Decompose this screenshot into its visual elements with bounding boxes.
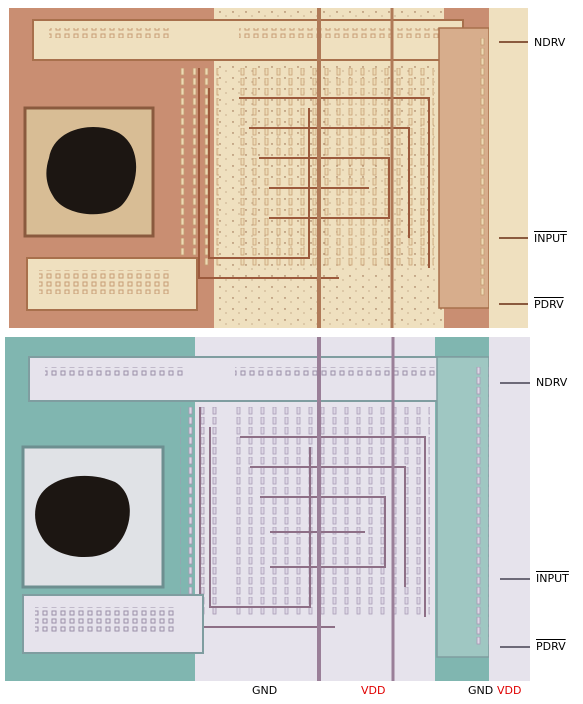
top-contact-row-bottom <box>45 367 185 377</box>
right-driver-fingers-bottom <box>473 367 489 647</box>
top-contact-row-bottom-2 <box>235 367 445 377</box>
bottom-left-contacts-bottom <box>35 607 175 633</box>
right-edge-metal-bottom <box>489 337 530 681</box>
top-pad-row-bottom <box>28 356 470 402</box>
label-pdrv-bottom: PDRV <box>536 640 566 653</box>
die-photo-bottom <box>5 337 530 681</box>
bottom-left-contacts <box>39 270 169 294</box>
right-driver-fingers <box>474 38 489 298</box>
label-pdrv-top: PDRV <box>534 298 564 311</box>
label-vdd-right: VDD <box>497 684 522 697</box>
bond-pad-damage-bottom <box>35 475 130 558</box>
die-photo-top <box>9 8 528 328</box>
top-contact-row <box>49 28 169 38</box>
top-contact-row-2 <box>239 28 439 38</box>
die-photo-top-graphic <box>9 8 528 328</box>
label-gnd-center: GND <box>252 684 278 697</box>
die-photo-bottom-graphic <box>5 337 530 681</box>
label-ndrv-top: NDRV <box>534 36 566 49</box>
label-input-top: INPUT <box>534 232 567 245</box>
pin-stubs <box>499 41 528 305</box>
routing-lines <box>198 8 430 328</box>
bond-pad-damage <box>46 126 137 215</box>
label-ndrv-bottom: NDRV <box>536 376 568 389</box>
right-edge-metal <box>489 8 528 328</box>
top-pad-row <box>32 19 464 61</box>
pin-stubs-bottom <box>500 382 530 648</box>
label-input-bottom: INPUT <box>536 572 569 585</box>
routing-lines-bottom <box>199 337 426 681</box>
label-vdd-center: VDD <box>361 684 386 697</box>
label-gnd-right: GND <box>468 684 494 697</box>
